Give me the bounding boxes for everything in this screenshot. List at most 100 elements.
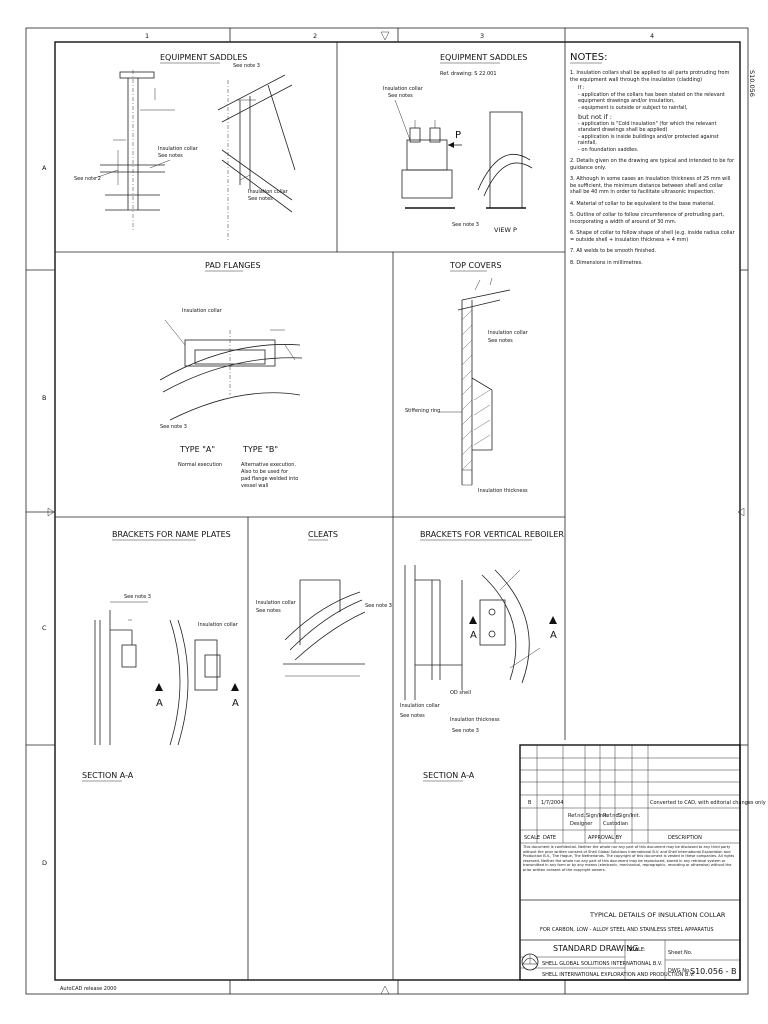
row-label-c: C: [42, 624, 47, 632]
saddles-left-label-6: See notes: [248, 196, 273, 202]
brackets-reboiler-title: BRACKETS FOR VERTICAL REBOILER: [420, 530, 564, 539]
saddles-right-ref: Ref. drawing: S 22.001: [440, 71, 497, 77]
hdr-approvals: APPROVAL BY: [588, 835, 623, 841]
center-mark-bottom: [380, 985, 390, 995]
saddles-left-drawing: [94, 70, 175, 230]
rev-description: Converted to CAD, with editorial changes…: [650, 800, 766, 806]
dwg-number: S10.056 - B: [690, 967, 737, 976]
top-covers-title: TOP COVERS: [449, 261, 501, 270]
note-1-b: - equipment is outside or subject to rai…: [578, 104, 688, 111]
row-label-a: A: [42, 164, 47, 172]
saddles-right-label-3: See note 3: [452, 222, 479, 228]
pad-flanges-label-2: See note 3: [160, 424, 187, 430]
hdr-date: DATE: [543, 835, 556, 841]
drawing-subtitle: FOR CARBON, LOW - ALLOY STEEL AND STAINL…: [540, 927, 714, 933]
center-mark-right: [737, 507, 745, 517]
saddles-left-label-4: See note 2: [74, 176, 101, 182]
notes-panel: 1. Insulation collars shall be applied t…: [570, 70, 736, 266]
cleats-label-3: See note 3: [365, 603, 392, 609]
company-2: SHELL INTERNATIONAL EXPLORATION AND PROD…: [542, 972, 695, 978]
col-label-2: 2: [313, 32, 317, 40]
sig-label-4: Sign/Init.: [618, 813, 641, 819]
note-8: 8. Dimensions in millimetres.: [570, 259, 643, 266]
brackets-name-drawing: [94, 601, 221, 746]
confidential-notice: This document is confidential. Neither t…: [523, 845, 735, 872]
col-label-4: 4: [650, 32, 654, 40]
brackets-reboiler-label-5: See note 3: [452, 728, 479, 734]
pad-flanges-type-a: TYPE "A": [179, 445, 215, 454]
saddles-right-view: VIEW P: [494, 226, 517, 234]
note-1: 1. Insulation collars shall be applied t…: [570, 70, 730, 83]
note-5: 5. Outline of collar to follow circumfer…: [570, 212, 725, 225]
saddles-right-label-1: Insulation collar: [383, 86, 424, 92]
note-7: 7. All welds to be smooth finished.: [570, 248, 657, 254]
note-1-butnot: but not if :: [578, 113, 612, 121]
note-4: 4. Material of collar to be equivalent t…: [570, 200, 715, 207]
saddles-left-label-5: Insulation collar: [248, 189, 289, 195]
brackets-reboiler-marker-right: A: [550, 630, 557, 641]
pad-flanges-type-b-desc-4: vessel wall: [241, 483, 268, 489]
sheet-label: Sheet No.: [668, 950, 693, 956]
rev-date: 1/7/2004: [541, 800, 563, 806]
hdr-description: DESCRIPTION: [668, 835, 702, 841]
row-label-b: B: [42, 394, 46, 402]
note-6: 6. Shape of collar to follow shape of sh…: [570, 230, 735, 243]
pad-flanges-type-b: TYPE "B": [242, 445, 278, 454]
sig-label-3: Ref.nd.: [603, 813, 621, 819]
top-covers-drawing: [440, 277, 511, 486]
pad-flanges-type-a-desc: Normal execution: [178, 462, 222, 468]
section-arrow-left: [155, 683, 163, 691]
company-1: SHELL GLOBAL SOLUTIONS INTERNATIONAL B.V…: [542, 961, 663, 967]
sig-label-designer: Designer: [570, 821, 593, 827]
cleats-label-1: Insulation collar: [256, 600, 297, 606]
saddles-left-label-1: See note 3: [233, 63, 260, 69]
brackets-name-title: BRACKETS FOR NAME PLATES: [112, 530, 231, 539]
center-mark-left: [47, 507, 55, 517]
col-label-1: 1: [145, 32, 149, 40]
saddles-right-label-2: See notes: [388, 93, 413, 99]
brackets-reboiler-drawing: [404, 565, 541, 700]
drawing-title: TYPICAL DETAILS OF INSULATION COLLAR: [589, 911, 726, 919]
note-1-c: - application is "Cold insulation" (for …: [578, 120, 717, 134]
note-1-a: - application of the collars has been st…: [578, 91, 725, 105]
top-covers-label-1: Insulation collar: [488, 330, 529, 336]
inner-frame: [54, 41, 741, 981]
brackets-name-label-2: Insulation collar: [198, 622, 239, 628]
brackets-name-section: SECTION A-A: [82, 771, 134, 780]
brackets-reboiler-marker-left: A: [470, 630, 477, 641]
pad-flanges-title: PAD FLANGES: [205, 261, 261, 270]
top-covers-hatching: [461, 309, 491, 471]
section-arrow-right: [231, 683, 239, 691]
saddles-left-label-3: See notes: [158, 153, 183, 159]
reboiler-arrow-left: [469, 616, 477, 624]
rev-letter: B: [528, 800, 532, 806]
pad-flanges-type-b-desc-3: pad flange welded into: [241, 476, 298, 482]
sig-label-1: Ref.nd.: [568, 813, 586, 819]
saddles-left-label-2: Insulation collar: [158, 146, 199, 152]
brackets-reboiler-label-1: OD shell: [450, 690, 471, 696]
scale-label: SCALE:: [628, 947, 646, 953]
top-covers-label-2: See notes: [488, 338, 513, 344]
brackets-name-marker-right: A: [232, 698, 239, 709]
cleats-title: CLEATS: [308, 530, 338, 539]
brackets-name-label-1: See note 3: [124, 594, 151, 600]
saddles-left-angled-drawing: [217, 74, 296, 240]
brackets-reboiler-label-4: Insulation thickness: [450, 717, 500, 723]
saddles-right-title: EQUIPMENT SADDLES: [440, 53, 527, 62]
saddles-right-arrow-label: P: [455, 130, 461, 141]
brackets-name-marker-left: A: [156, 698, 163, 709]
brackets-reboiler-section: SECTION A-A: [423, 771, 475, 780]
top-covers-label-4: Insulation thickness: [478, 488, 528, 494]
center-mark-top: [380, 31, 390, 41]
sig-label-2: Sign/Init.: [586, 813, 609, 819]
reboiler-arrow-right: [549, 616, 557, 624]
cleats-drawing: [283, 579, 366, 677]
dwg-label: DWG No.: [668, 968, 691, 974]
pad-flanges-type-b-desc-2: Also to be used for: [241, 469, 289, 475]
title-block: [519, 744, 741, 981]
note-1-if: If :: [578, 85, 585, 91]
row-label-d: D: [42, 859, 47, 867]
note-3: 3. Although in some cases an insulation …: [570, 176, 731, 195]
note-1-e: - on foundation saddles.: [578, 146, 639, 153]
